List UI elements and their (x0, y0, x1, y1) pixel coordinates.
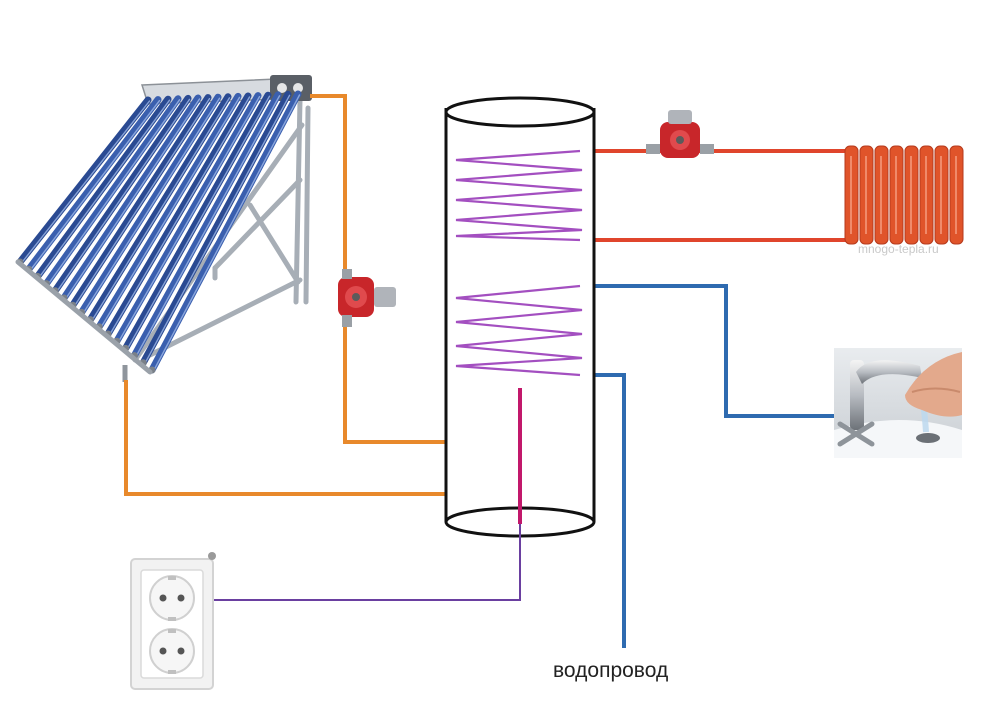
vacuum-tube-highlight (91, 97, 231, 322)
water-supply-label: водопровод (553, 659, 668, 682)
solar-return-pipe (124, 380, 446, 496)
vacuum-tube (25, 96, 162, 273)
vacuum-tube-highlight (126, 95, 271, 351)
storage-tank (444, 96, 596, 538)
power-socket-icon (130, 552, 216, 690)
power-cable (194, 524, 521, 601)
vacuum-tube-highlight (117, 95, 261, 343)
vacuum-tube (34, 95, 172, 280)
solar-coil (455, 284, 583, 377)
vacuum-tube-highlight (47, 99, 181, 286)
vacuum-tube (69, 94, 212, 309)
hot-water-out-pipe (582, 284, 858, 418)
vacuum-tube (86, 93, 232, 324)
cold-water-pipes (582, 284, 858, 648)
solar-supply-pipe (310, 94, 446, 444)
water-supply-in-pipe (582, 373, 626, 648)
vacuum-tube (42, 95, 182, 288)
vacuum-tube (130, 91, 282, 360)
vacuum-tube (139, 90, 292, 367)
vacuum-tube-highlight (152, 94, 301, 372)
solar-collector-icon (15, 75, 312, 382)
vacuum-tube-highlight (56, 98, 191, 293)
vacuum-tube-highlight (29, 99, 161, 271)
vacuum-tube-highlight (38, 99, 171, 279)
vacuum-tube-highlight (143, 94, 291, 365)
vacuum-tube (78, 93, 222, 316)
watermark-text: mnogo-tepla.ru (858, 242, 939, 256)
radiator-icon: mnogo-tepla.ru (844, 145, 964, 256)
vacuum-tube (113, 92, 262, 345)
vacuum-tube (60, 94, 202, 302)
vacuum-tube (51, 94, 192, 295)
vacuum-tube (148, 90, 302, 374)
vacuum-tube (16, 96, 152, 266)
heating-loop-pipes (580, 149, 850, 242)
vacuum-tube-highlight (108, 96, 251, 336)
faucet-icon (834, 348, 962, 458)
circulation-pump-icon (646, 110, 714, 158)
vacuum-tube-highlight (82, 97, 221, 315)
vacuum-tube-highlight (64, 98, 201, 300)
heating-coil (455, 149, 583, 242)
vacuum-tube (104, 92, 252, 338)
vacuum-tube-highlight (135, 95, 281, 358)
vacuum-tube (95, 92, 242, 331)
vacuum-tube-highlight (73, 97, 211, 307)
vacuum-tube-highlight (99, 96, 241, 329)
vacuum-tube-highlight (20, 100, 151, 264)
circulation-pump-icon (338, 269, 396, 327)
vacuum-tube (122, 91, 272, 352)
